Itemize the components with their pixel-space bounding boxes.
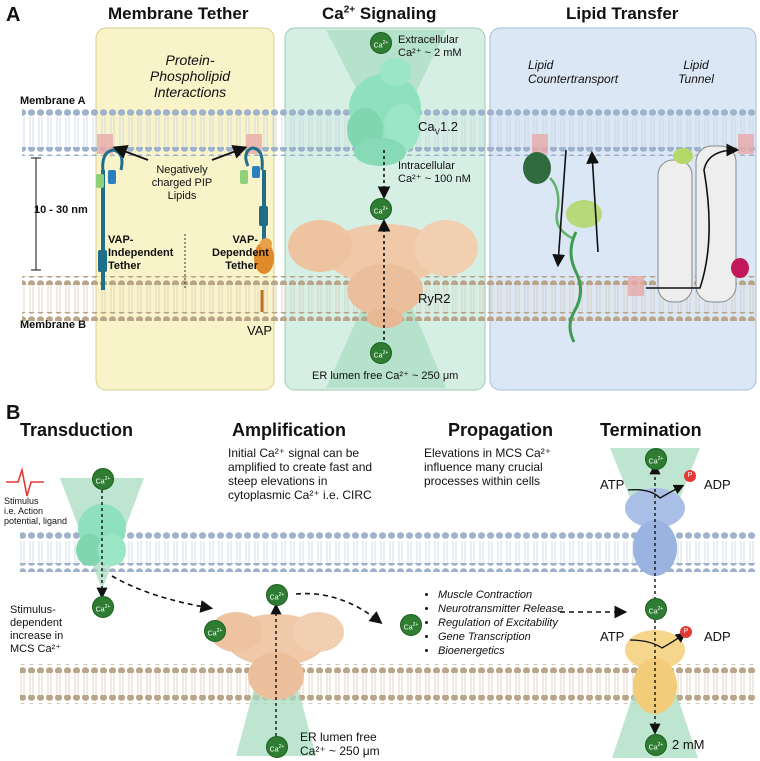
process-item: Gene Transcription xyxy=(438,630,563,644)
membrane-b-bottom xyxy=(20,664,756,704)
membrane-a-label: Membrane A xyxy=(20,95,86,107)
ca-ion-termination-top: Ca2+ xyxy=(645,448,667,470)
two-mm-label: 2 mM xyxy=(672,737,705,752)
heading-ca-signaling: Ca2+ Signaling xyxy=(322,4,437,23)
process-item: Neurotransmitter Release xyxy=(438,602,563,616)
pip-lipid-tunnel xyxy=(738,134,754,154)
pip-arrow-right xyxy=(211,145,248,161)
adp-label-bottom: ADP xyxy=(704,629,731,644)
ca-ion-termination-middle: Ca2+ xyxy=(645,598,667,620)
pip-lipid-counter xyxy=(532,134,548,154)
process-item: Bioenergetics xyxy=(438,644,563,658)
ca-ion-transduction-top: Ca2+ xyxy=(92,468,114,490)
ca-ion-termination-bottom: Ca2+ xyxy=(645,734,667,756)
heading-lipid-transfer: Lipid Transfer xyxy=(566,4,679,23)
ca-ion-transduction-bottom: Ca2+ xyxy=(92,596,114,618)
distance-label: 10 - 30 nm xyxy=(34,204,88,216)
er-lumen-label: ER lumen free Ca²⁺ ~ 250 μm xyxy=(312,370,459,382)
phosphate-icon-bottom: P xyxy=(680,626,692,638)
atp-arrow-bottom xyxy=(629,632,687,649)
distance-bracket xyxy=(31,157,41,271)
vap-protein xyxy=(254,238,274,312)
pip-lipid-membrane-b xyxy=(628,276,644,296)
membrane-b-label: Membrane B xyxy=(20,319,87,331)
ca-ion-amp-left: Ca2+ xyxy=(204,620,226,642)
atp-arrow-top xyxy=(627,484,685,499)
heading-amplification: Amplification xyxy=(232,420,347,440)
heading-transduction: Transduction xyxy=(20,420,134,440)
atp-label-top: ATP xyxy=(600,477,625,492)
ca-ion-extracellular: Ca2+ xyxy=(370,32,392,54)
cav12-label: CaV1.2 xyxy=(418,119,459,137)
pip-lipid-left xyxy=(97,134,113,154)
ca-ion-propagation: Ca2+ xyxy=(400,614,422,636)
transduction-channel xyxy=(76,504,126,566)
arrow-transduction-to-amp xyxy=(111,575,214,613)
propagation-description: Elevations in MCS Ca²⁺influence many cru… xyxy=(424,446,552,488)
heading-membrane-tether: Membrane Tether xyxy=(108,4,249,23)
phosphate-icon-top: P xyxy=(684,470,696,482)
membrane-b-top xyxy=(20,532,756,572)
process-item: Regulation of Excitability xyxy=(438,616,563,630)
ca-ion-amp-top: Ca2+ xyxy=(266,584,288,606)
ryr2-channel xyxy=(288,220,478,328)
ryr2-label: RyR2 xyxy=(418,291,451,306)
pip-arrow-left xyxy=(112,145,149,161)
vap-dependent-tether xyxy=(240,146,268,250)
ca-ion-amp-bottom: Ca2+ xyxy=(266,736,288,758)
heading-termination: Termination xyxy=(600,420,702,440)
stimulus-waveform xyxy=(6,466,44,497)
panel-a-letter: A xyxy=(6,4,21,26)
cav12-channel xyxy=(347,58,421,166)
vap-label: VAP xyxy=(247,323,273,338)
process-list: Muscle Contraction Neurotransmitter Rele… xyxy=(424,588,563,658)
ca-ion-er-lumen: Ca2+ xyxy=(370,342,392,364)
lipid-tunnel xyxy=(646,143,749,303)
lipid-countertransport xyxy=(523,149,602,343)
atp-label-bottom: ATP xyxy=(600,629,625,644)
heading-propagation: Propagation xyxy=(448,420,554,440)
panel-b-letter: B xyxy=(6,402,21,424)
process-item: Muscle Contraction xyxy=(438,588,563,602)
adp-label-top: ADP xyxy=(704,477,731,492)
ca-ion-intracellular: Ca2+ xyxy=(370,198,392,220)
